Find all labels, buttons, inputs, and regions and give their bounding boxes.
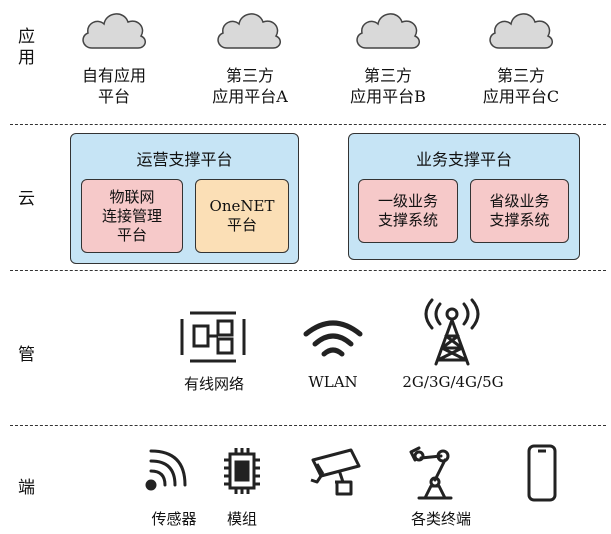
app-label-line: 第三方 [225,66,274,85]
chip-module-icon [224,448,260,494]
app-label-line: 应用平台C [482,87,560,106]
app-label-line: 平台 [97,87,130,106]
cell-tower-icon [424,298,480,366]
app-label-line: 第三方 [363,66,412,85]
cloud-icon [489,13,553,49]
app-label-third-a: 第三方 应用平台A [200,65,300,107]
cloud-icon [356,13,420,49]
wired-network-icon [180,311,246,363]
wifi-icon [303,320,363,357]
level1-biz-system: 一级业务 支撑系统 [358,179,458,243]
devices-label: 各类终端 [410,510,471,528]
cloud-icon [82,13,146,49]
ops-support-platform: 运营支撑平台 物联网 连接管理 平台 OneNET 平台 [70,133,299,264]
divider-cloud-pipe [10,270,606,271]
app-label-third-b: 第三方 应用平台B [338,65,438,107]
smartphone-icon [527,444,557,502]
app-label-own: 自有应用 平台 [64,65,164,107]
layer-label-cloud: 云 [18,189,35,209]
ops-platform-title: 运营支撑平台 [136,150,233,169]
cloud-icon [217,13,281,49]
cellular-label: 2G/3G/4G/5G [402,373,504,391]
divider-app-cloud [10,124,606,125]
app-label-line: 自有应用 [81,66,146,85]
module-label: 模组 [226,510,257,528]
app-label-line: 第三方 [496,66,545,85]
layer-label-app: 应 用 [18,27,35,68]
app-label-third-c: 第三方 应用平台C [471,65,571,107]
iot-connection-platform: 物联网 连接管理 平台 [81,179,183,253]
layer-label-end: 端 [18,478,35,498]
surveillance-camera-icon [310,448,361,496]
onenet-platform: OneNET 平台 [195,179,289,253]
biz-support-platform: 业务支撑平台 一级业务 支撑系统 省级业务 支撑系统 [348,133,580,260]
robot-arm-icon [409,446,453,500]
wlan-label: WLAN [308,373,358,391]
provincial-biz-system: 省级业务 支撑系统 [470,179,569,243]
wired-network-label: 有线网络 [183,375,244,393]
biz-platform-title: 业务支撑平台 [415,150,512,169]
layer-label-pipe: 管 [18,345,35,365]
sensor-icon [145,449,187,491]
divider-pipe-end [10,425,606,426]
sensor-label: 传感器 [151,510,197,528]
app-label-line: 应用平台A [212,87,288,106]
app-label-line: 应用平台B [350,87,426,106]
